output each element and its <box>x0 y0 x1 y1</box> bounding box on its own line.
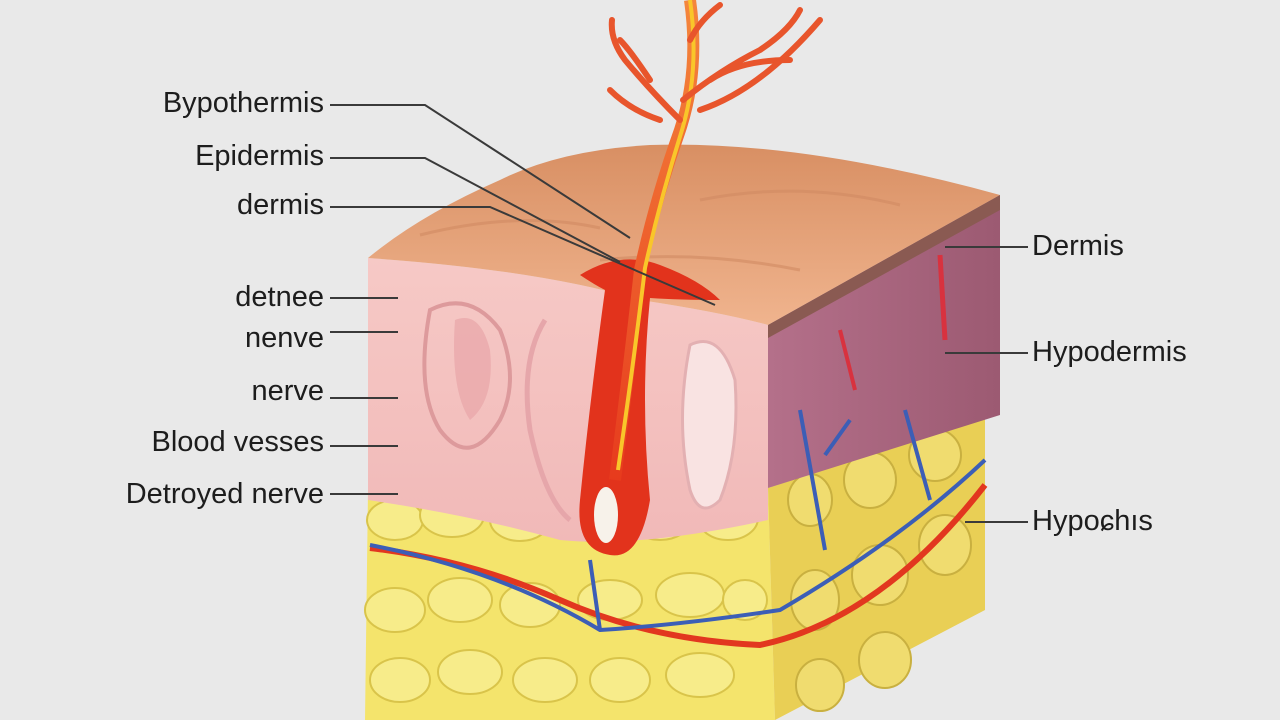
label-detnee: detnee <box>235 281 324 313</box>
label-hypodermis: Hypodermis <box>1032 336 1187 368</box>
leader-lines-left <box>330 104 716 495</box>
label-detroyed-nerve: Detroyed nerve <box>125 478 324 510</box>
label-nerve: nerve <box>251 375 324 407</box>
label-bypothermis: Bypothermis <box>162 87 324 119</box>
label-hypochis: Hypoɕhıs <box>1032 505 1153 537</box>
leader-lines-right <box>945 246 1028 523</box>
label-nenve: nenve <box>244 322 324 354</box>
dermis-side-face <box>768 195 1000 488</box>
nerve-bundle <box>579 0 823 556</box>
blood-vessels <box>369 409 988 649</box>
label-blood-vesses: Blood vesses <box>151 426 325 458</box>
label-dermis-left: dermis <box>236 189 324 221</box>
epidermis-top-surface <box>368 144 1000 338</box>
dermis-front-face <box>368 258 768 542</box>
label-epidermis: Epidermis <box>195 140 324 172</box>
fat-layer-side <box>768 415 985 720</box>
label-dermis-right: Dermis <box>1032 230 1124 262</box>
